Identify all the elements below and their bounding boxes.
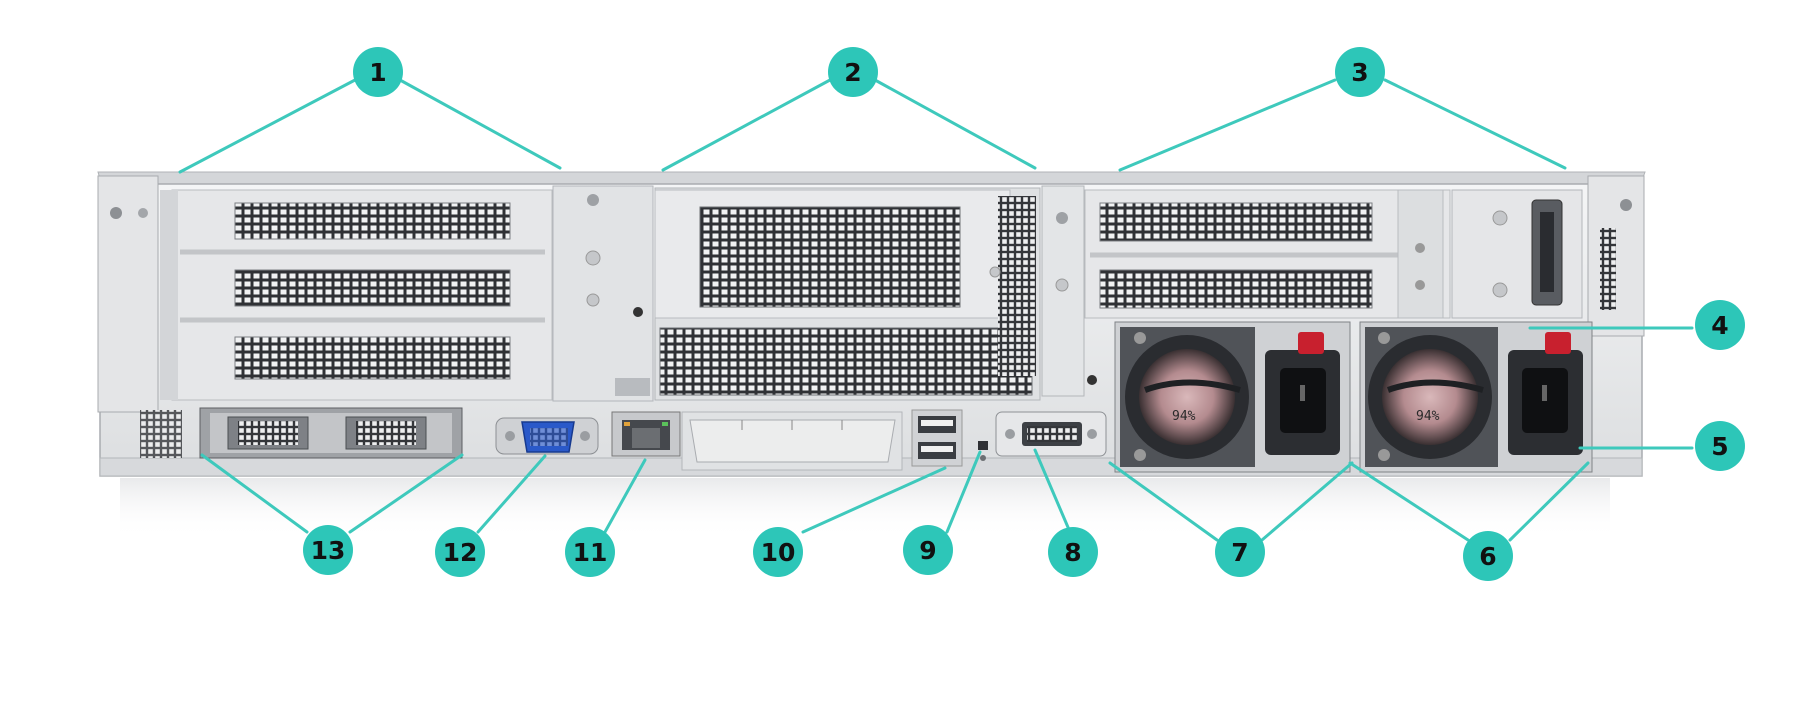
pcie-slot-1-1: [234, 202, 511, 240]
leader-8: [1033, 448, 1072, 534]
leader-2b: [873, 78, 1037, 170]
usb-ports: [911, 409, 963, 467]
floor-reflection: [120, 478, 1610, 538]
leader-1a: [178, 78, 357, 174]
riser-bracket-left: [552, 185, 654, 402]
leader-13a: [200, 453, 309, 534]
pcie-riser-2: [654, 187, 1041, 401]
callout-9: 9: [903, 525, 953, 575]
leader-12: [476, 454, 547, 534]
svg-text:11: 11: [573, 538, 608, 567]
power-supply-1: 94%: [1114, 321, 1351, 473]
flexiblelom-ocp-card: [199, 407, 463, 459]
callout-3: 3: [1335, 47, 1385, 97]
uid-led: [978, 441, 988, 461]
leader-1b: [398, 78, 562, 170]
ilo-network-port: [611, 411, 681, 457]
power-supply-2: 94%: [1359, 321, 1593, 473]
callout-1: 1: [353, 47, 403, 97]
leader-7a: [1108, 461, 1219, 542]
callout-2: 2: [828, 47, 878, 97]
svg-text:7: 7: [1231, 538, 1248, 567]
callout-7: 7: [1215, 527, 1265, 577]
svg-text:13: 13: [311, 536, 346, 565]
callout-badges: 1 2 3 4 5 6 7 8: [303, 47, 1745, 581]
leader-6a: [1348, 461, 1470, 542]
serial-port-module: [1451, 189, 1583, 319]
leader-3b: [1383, 78, 1567, 170]
callout-10: 10: [753, 527, 803, 577]
svg-text:3: 3: [1351, 58, 1368, 87]
leader-13b: [348, 453, 464, 534]
pcie-riser-3: [1084, 189, 1451, 319]
pcie-slot-1-3: [234, 336, 511, 380]
leader-10: [801, 466, 947, 534]
pcie-slot-3-1: [1099, 202, 1373, 242]
pcie-slot-2-1: [699, 206, 961, 308]
svg-text:6: 6: [1479, 542, 1496, 571]
psu-1-efficiency-label: 94%: [1172, 409, 1196, 424]
callout-5: 5: [1695, 421, 1745, 471]
vga-port: [495, 417, 599, 455]
leader-9: [945, 450, 982, 534]
leader-lines: [178, 78, 1694, 542]
leader-3a: [1118, 78, 1337, 172]
svg-text:10: 10: [761, 538, 796, 567]
psu-1-release-latch: [1298, 332, 1324, 354]
callout-12: 12: [435, 527, 485, 577]
callout-4: 4: [1695, 300, 1745, 350]
leader-11: [603, 458, 647, 534]
riser-2-lower-vent: [659, 327, 1033, 396]
svg-text:12: 12: [443, 538, 478, 567]
pcie-slot-1-2: [234, 269, 511, 307]
psu-2-efficiency-label: 94%: [1416, 409, 1440, 424]
svg-text:4: 4: [1711, 311, 1728, 340]
leader-6b: [1508, 461, 1590, 542]
callout-11: 11: [565, 527, 615, 577]
leader-7b: [1260, 461, 1354, 542]
svg-text:9: 9: [919, 536, 936, 565]
callout-13: 13: [303, 525, 353, 575]
callout-6: 6: [1463, 531, 1513, 581]
svg-text:8: 8: [1064, 538, 1081, 567]
svg-text:2: 2: [844, 58, 861, 87]
leader-2a: [661, 78, 832, 172]
blank-plate: [681, 411, 903, 471]
callout-8: 8: [1048, 527, 1098, 577]
serial-port: [995, 411, 1107, 457]
psu-2-release-latch: [1545, 332, 1571, 354]
svg-text:1: 1: [369, 58, 386, 87]
svg-text:5: 5: [1711, 432, 1728, 461]
pcie-slot-3-2: [1099, 269, 1373, 309]
pcie-riser-1: [160, 189, 553, 401]
riser-bracket-middle: [1041, 185, 1097, 397]
